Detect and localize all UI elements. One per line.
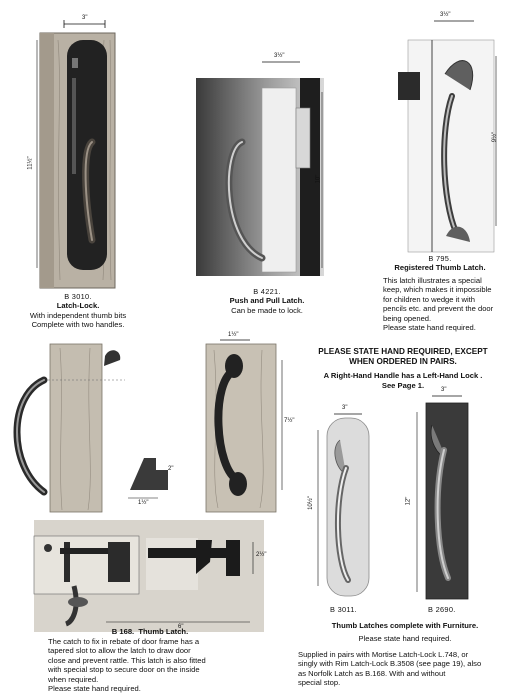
b795-desc-4: pencils etc. and prevent the door [383, 304, 494, 314]
notice-sub-1: A Right-Hand Handle has a Left-Hand Lock… [323, 371, 483, 380]
b4221-code: B 4221. [253, 287, 281, 296]
b168-desc-1: The catch to fix in rebate of door frame… [48, 637, 200, 646]
b168-width-dim-top: 1½" [228, 332, 239, 338]
b4221-width-dim: 3½" [274, 53, 285, 59]
notice-sub-2: See Page 1. [381, 381, 425, 390]
b168-catch-dim: 2" [168, 466, 174, 472]
b4221-desc-1: Can be made to lock. [231, 305, 303, 315]
b168-desc-5: when required. [48, 674, 99, 684]
b3011-code: B 3011. [330, 605, 358, 614]
b795-title: Registered Thumb Latch. [394, 263, 486, 273]
b3010-desc-1: With independent thumb bits [29, 310, 127, 320]
b3010-width-dim: 3" [82, 15, 88, 21]
b3010-title: Latch-Lock. [56, 301, 100, 311]
b2690-code: B 2690. [428, 605, 456, 614]
b168-catch-width-dim: 1½" [138, 500, 149, 506]
b3011-width-dim: 3" [342, 405, 348, 411]
furniture-supply-2: singly with Rim Latch-Lock B.3508 (see p… [298, 659, 482, 669]
b168-desc-6: Please state hand required. [48, 684, 141, 694]
b168-code: B 168. [111, 627, 135, 636]
b168-title: Thumb Latch. [138, 627, 189, 636]
b168-desc-3: close and prevent rattle. This latch is … [48, 655, 206, 665]
notice-heading-2: WHEN ORDERED IN PAIRS. [349, 357, 457, 366]
b168-length-dim: 6" [178, 624, 184, 630]
hand-notice: PLEASE STATE HAND REQUIRED, EXCEPT WHEN … [296, 347, 510, 391]
b795-desc-5: being opened. [383, 313, 432, 323]
b795-desc-2: keep, which makes it impossible [383, 285, 492, 295]
b3010-desc-2: Complete with two handles. [31, 320, 125, 330]
b2690-height-dim: 12" [405, 496, 412, 506]
b3010-code: B 3010. [64, 292, 92, 301]
b795-code: B 795. [428, 254, 452, 263]
furniture-supply-4: special stop. [298, 678, 341, 688]
b168-plate-dim: 2½" [256, 552, 267, 558]
furniture-supply-3: as Norfolk Latch as B.168. With and with… [298, 668, 446, 678]
b168-desc-4: with special stop to secure door on the … [48, 665, 200, 675]
b4221-title: Push and Pull Latch. [229, 296, 305, 306]
notice-heading-1: PLEASE STATE HAND REQUIRED, EXCEPT [318, 347, 488, 356]
b2690-width-dim: 3" [441, 387, 447, 393]
b168-height-dim: 7½" [284, 418, 295, 424]
b168-desc-2: tapered slot to allow the latch to draw … [48, 646, 191, 656]
furniture-supply-1: Supplied in pairs with Mortise Latch-Loc… [298, 650, 469, 659]
b795-desc-1: This latch illustrates a special [383, 276, 482, 285]
furniture-title: Thumb Latches complete with Furniture. [331, 621, 479, 630]
b795-desc-3: for children to wedge it with [383, 294, 476, 304]
b795-width-dim: 3½" [440, 12, 451, 18]
furniture-hand-note: Please state hand required. [358, 634, 452, 644]
b795-desc-6: Please state hand required. [383, 323, 476, 333]
